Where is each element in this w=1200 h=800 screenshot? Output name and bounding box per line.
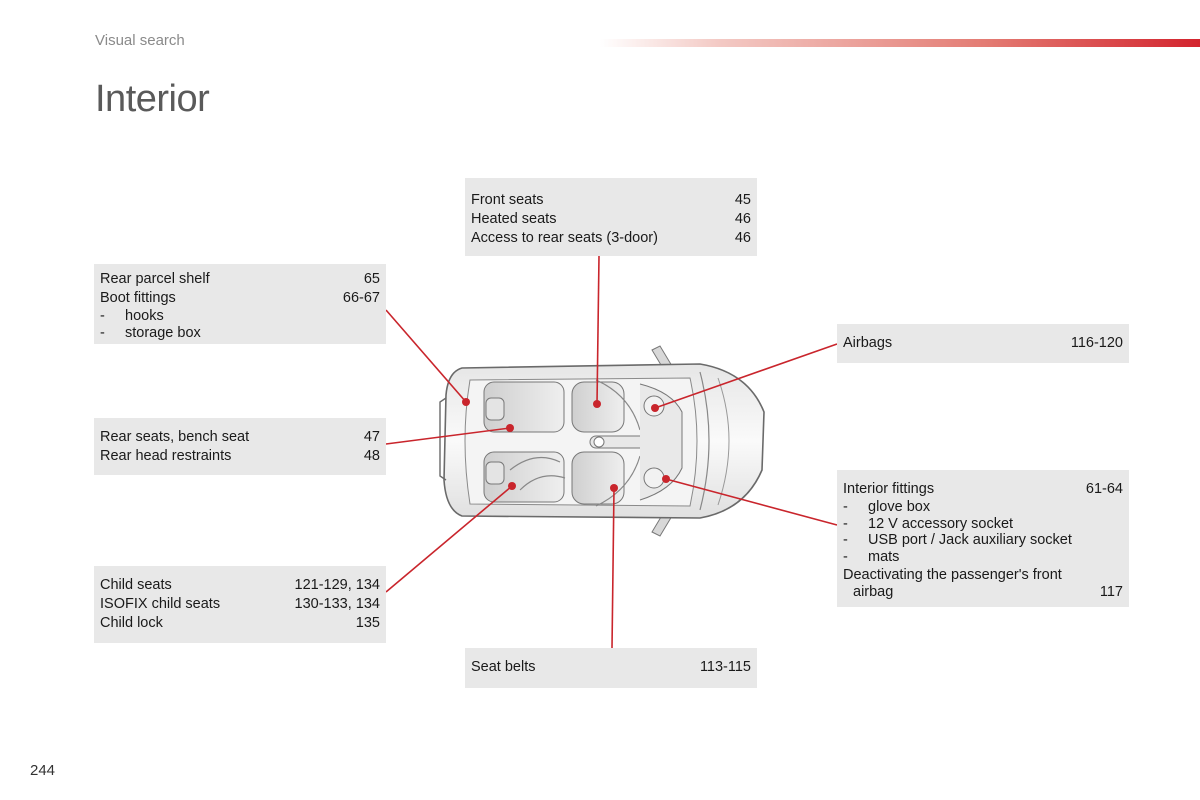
callout-dots [462, 398, 670, 492]
sub-item: -12 V accessory socket [843, 515, 1014, 532]
ref-row[interactable]: Access to rear seats (3-door)46 [471, 230, 751, 246]
deactivate-airbag-text[interactable]: Deactivating the passenger's front [843, 567, 1062, 583]
sub-item: -glove box [843, 499, 931, 515]
car-body [439, 345, 765, 537]
section-label: Visual search [95, 32, 185, 49]
header-accent-bar [600, 39, 1200, 47]
sub-item: -USB port / Jack auxiliary socket [843, 532, 1072, 548]
sub-item: -mats [843, 548, 900, 565]
callout-lines [385, 255, 838, 649]
page-number: 244 [30, 762, 56, 779]
sub-item: -storage box [100, 324, 201, 341]
page-title: Interior [95, 78, 210, 120]
sub-item: -hooks [100, 308, 164, 324]
